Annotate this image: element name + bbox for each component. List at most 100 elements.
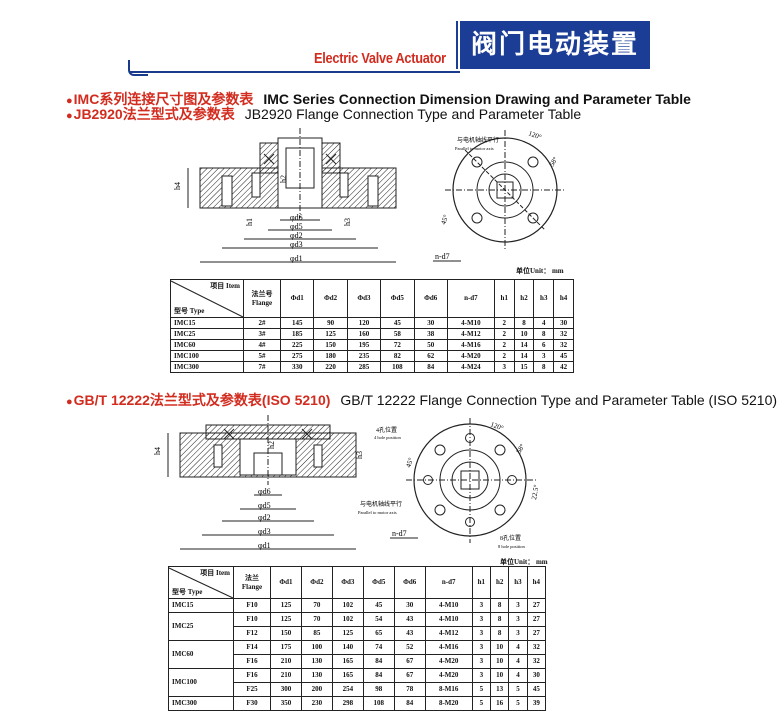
table-cell: 300	[270, 682, 302, 697]
col-head: h3	[533, 279, 555, 318]
table-cell: IMC60	[168, 640, 234, 669]
table-cell: 125	[270, 612, 302, 627]
col-head: Φd5	[362, 566, 395, 599]
section-jb2920-zh: JB2920法兰型式及参数表	[73, 106, 235, 122]
table-cell: 102	[331, 612, 364, 627]
bullet-icon: ●	[66, 110, 73, 122]
table-cell: 160	[346, 328, 382, 340]
table-cell: 85	[300, 626, 333, 641]
table-cell: 98	[362, 682, 395, 697]
table-cell: 108	[380, 361, 415, 373]
table-cell: 5	[471, 696, 492, 711]
table-cell: 27	[526, 598, 547, 613]
section-gbt12222-zh: GB/T 12222法兰型式及参数表(ISO 5210)	[73, 392, 331, 408]
table-cell: 70	[300, 612, 333, 627]
table-cell: 70	[300, 598, 333, 613]
table-cell: F25	[233, 682, 271, 697]
table-cell: 2	[493, 317, 515, 329]
dim-d5-label: φd5	[258, 501, 271, 510]
table-cell: 30	[553, 317, 574, 329]
table-cell: 84	[362, 668, 395, 683]
col-head: n-d7	[446, 279, 495, 318]
table-cell: 45	[553, 350, 574, 362]
table-cell: 130	[300, 654, 333, 669]
dim-h4-label: h4	[173, 182, 182, 190]
table-cell: 65	[362, 626, 395, 641]
angle-58-label: 58°	[515, 442, 527, 455]
table-cell: 3	[471, 640, 492, 655]
header-english-title: Electric Valve Actuator	[314, 50, 446, 67]
table-cell: 43	[393, 626, 426, 641]
four-hole-note-en: 4 hole position	[374, 435, 401, 440]
table-cell: 10	[489, 668, 510, 683]
col-head: h1	[493, 279, 515, 318]
table-cell: 43	[393, 612, 426, 627]
jb2920-section-drawing: h4 h2 h1 h3 φd6 φd5 φd2 φd3 φd1	[173, 128, 397, 263]
table-cell: 30	[393, 598, 426, 613]
table-cell: 32	[553, 328, 574, 340]
dim-d2-label: φd2	[290, 231, 303, 240]
table-cell: 4-M16	[446, 339, 495, 351]
table-cell: 125	[270, 598, 302, 613]
table-cell: 3	[493, 361, 515, 373]
table-cell: 15	[513, 361, 535, 373]
head-type-label: 型号 Type	[174, 306, 205, 315]
table-cell: 108	[362, 696, 395, 711]
table-cell: 7#	[243, 361, 281, 373]
table-cell: 62	[413, 350, 448, 362]
dim-h4-label: h4	[153, 447, 162, 455]
table-cell: 5	[508, 696, 528, 711]
table-cell: 16	[489, 696, 510, 711]
col-head: Φd3	[346, 279, 382, 318]
diagonal-head-cell: 项目 Item 型号 Type	[170, 279, 244, 318]
table-cell: 150	[313, 339, 348, 351]
table-cell: 235	[346, 350, 382, 362]
table-cell: F16	[233, 654, 271, 669]
table-cell: 4	[508, 640, 528, 655]
dim-h1-label: h1	[245, 218, 254, 226]
table-cell: 4-M20	[446, 350, 495, 362]
section-jb2920-title: ●JB2920法兰型式及参数表 JB2920 Flange Connection …	[66, 104, 581, 124]
table-cell: 52	[393, 640, 426, 655]
section-jb2920-en: JB2920 Flange Connection Type and Parame…	[244, 106, 582, 122]
dim-h3-label: h3	[343, 218, 352, 226]
table-cell: 32	[526, 640, 547, 655]
table-cell: 4-M12	[446, 328, 495, 340]
table-cell: 13	[489, 682, 510, 697]
table-cell: 27	[526, 626, 547, 641]
table-cell: 42	[553, 361, 574, 373]
section-imc-en: IMC Series Connection Dimension Drawing …	[263, 91, 691, 107]
table-cell: 225	[279, 339, 315, 351]
header-rule	[130, 71, 460, 73]
table-cell: 74	[362, 640, 395, 655]
table-cell: 120	[346, 317, 382, 329]
dim-h3-label: h3	[355, 451, 364, 459]
table-cell: 38	[413, 328, 448, 340]
table-cell: 145	[279, 317, 315, 329]
table-cell: F12	[233, 626, 271, 641]
table-cell: 4	[508, 668, 528, 683]
table-cell: 4-M20	[424, 654, 473, 669]
table-cell: 30	[526, 668, 547, 683]
table-cell: 10	[513, 328, 535, 340]
table-cell: 3	[471, 612, 492, 627]
angle-120-label: 120°	[489, 420, 504, 432]
table-cell: 67	[393, 654, 426, 669]
col-head: Φd6	[413, 279, 448, 318]
parallel-note-zh: 与电机轴线平行	[360, 500, 402, 508]
table-cell: F10	[233, 598, 271, 613]
table-cell: IMC100	[170, 350, 244, 362]
dim-h2-label: h2	[267, 441, 276, 449]
table-cell: 125	[313, 328, 348, 340]
eight-hole-note-en: 8 hole position	[498, 544, 525, 549]
table-cell: 3	[508, 626, 528, 641]
dim-d3-label: φd3	[258, 527, 271, 536]
table-cell: 275	[279, 350, 315, 362]
table-cell: 4#	[243, 339, 281, 351]
table-cell: 125	[331, 626, 364, 641]
